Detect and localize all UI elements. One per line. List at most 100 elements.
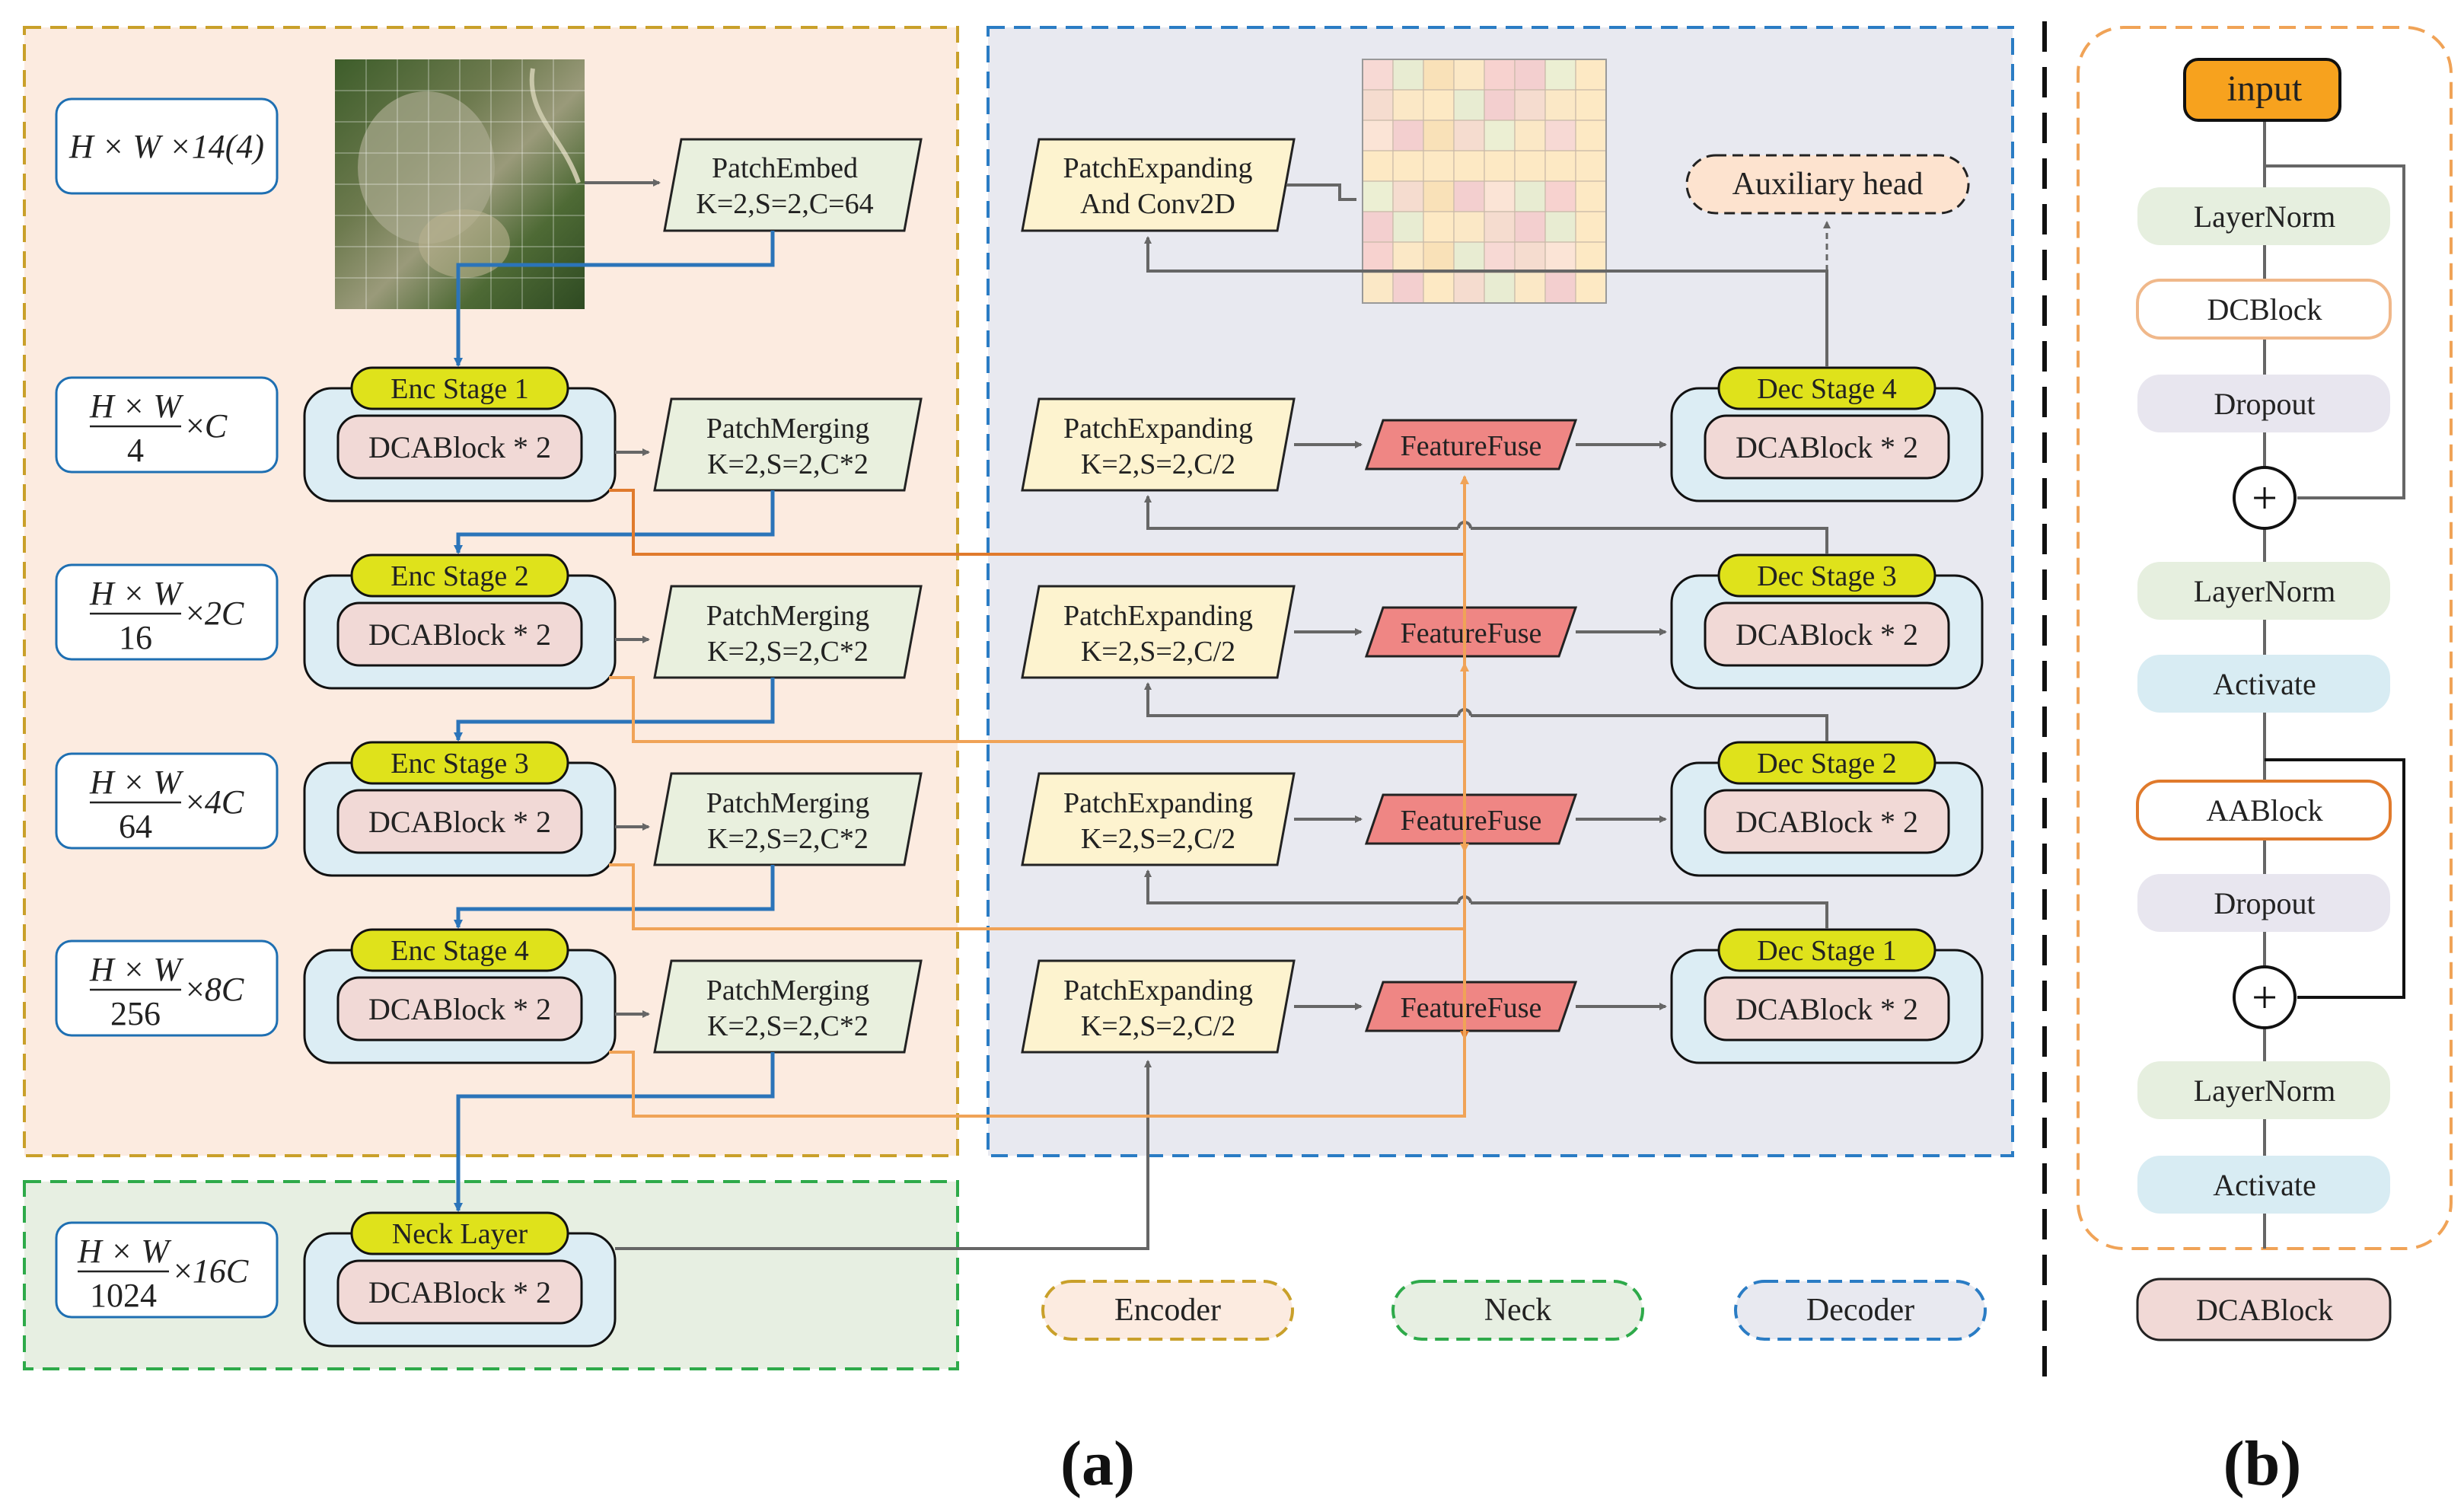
expand-conv-line1: PatchExpanding bbox=[1063, 152, 1252, 184]
enc-stage-3-header bbox=[350, 741, 569, 785]
dec-stage-2-dcablock-label: DCABlock * 2 bbox=[1736, 805, 1918, 839]
feature-fuse-1-label: FeatureFuse bbox=[1401, 992, 1542, 1024]
b-item-label-7: LayerNorm bbox=[2194, 1073, 2336, 1108]
size-numerator-5: H × W bbox=[77, 1233, 171, 1270]
b-item-2 bbox=[2137, 375, 2390, 432]
feature-fuse-3-label: FeatureFuse bbox=[1401, 617, 1542, 649]
neck-dcablock bbox=[336, 1259, 583, 1325]
feature-size-box-2: H × W16×2C bbox=[55, 563, 279, 661]
feature-fuse-4-label: FeatureFuse bbox=[1401, 430, 1542, 462]
size-text-0: H × W ×14(4) bbox=[69, 128, 264, 165]
enc-stage-4-dcablock-label: DCABlock * 2 bbox=[368, 992, 551, 1026]
patch-merging-4-line1: PatchMerging bbox=[706, 975, 870, 1006]
dec-stage-3-header bbox=[1717, 553, 1936, 598]
input-box bbox=[2183, 58, 2341, 122]
size-numerator-2: H × W bbox=[89, 575, 183, 612]
neck-header bbox=[350, 1211, 569, 1255]
feature-fuse-1: FeatureFuse bbox=[1364, 981, 1578, 1032]
size-denominator-1: 4 bbox=[127, 432, 144, 469]
add-node-1 bbox=[2233, 965, 2297, 1029]
b-item-label-6: Dropout bbox=[2214, 886, 2315, 920]
patch-expanding-2-line2: K=2,S=2,C/2 bbox=[1081, 823, 1235, 855]
enc-stage-1-dcablock bbox=[336, 414, 583, 480]
patch-expanding-conv2d: PatchExpanding And Conv2D bbox=[1021, 138, 1296, 232]
dec-stage-3-dcablock-label: DCABlock * 2 bbox=[1736, 617, 1918, 652]
add-node-symbol-1: + bbox=[2252, 972, 2278, 1022]
input-label: input bbox=[2227, 69, 2303, 109]
encoder: H × W ×14(4)H × W4×CH × W16×2CH × W64×4C… bbox=[55, 59, 923, 1319]
dec-stage-4-dcablock-label: DCABlock * 2 bbox=[1736, 430, 1918, 464]
size-denominator-5: 1024 bbox=[90, 1277, 157, 1314]
add-node-0 bbox=[2233, 466, 2297, 530]
patch-merging-1-line2: K=2,S=2,C*2 bbox=[707, 448, 869, 480]
prediction-grid-image bbox=[1362, 59, 1607, 304]
neck-header-label: Neck Layer bbox=[392, 1218, 528, 1250]
b-item-1 bbox=[2136, 279, 2392, 340]
auxiliary-head-label: Auxiliary head bbox=[1732, 167, 1924, 202]
dec-stage-3: DCABlock * 2 Dec Stage 3 bbox=[1670, 553, 1984, 690]
b-item-label-5: AABlock bbox=[2206, 793, 2322, 828]
neck-layer: DCABlock * 2 Neck Layer bbox=[303, 1211, 617, 1348]
enc-stage-4-header-label: Enc Stage 4 bbox=[390, 935, 529, 967]
dec-stage-3-header-label: Dec Stage 3 bbox=[1757, 560, 1897, 592]
patch-merging-3-line1: PatchMerging bbox=[706, 787, 870, 819]
b-item-8 bbox=[2137, 1156, 2390, 1214]
caption-a: (a) bbox=[1060, 1428, 1135, 1499]
enc-stage-2-header bbox=[350, 553, 569, 598]
patch-embed-line1: PatchEmbed bbox=[712, 152, 858, 184]
auxiliary-head: Auxiliary head bbox=[1685, 154, 1970, 215]
b-item-label-1: DCBlock bbox=[2207, 292, 2322, 327]
enc-stage-4-dcablock bbox=[336, 976, 583, 1041]
patch-expanding-1-line2: K=2,S=2,C/2 bbox=[1081, 1010, 1235, 1042]
patch-embed-line2: K=2,S=2,C=64 bbox=[696, 188, 873, 220]
decoder: PatchExpanding And Conv2D Auxiliary head… bbox=[609, 59, 1984, 1250]
legend-neck-label: Neck bbox=[1484, 1293, 1552, 1328]
legend-neck-swatch bbox=[1391, 1280, 1644, 1341]
expand-conv-line2: And Conv2D bbox=[1080, 188, 1235, 220]
patch-merging-1-line1: PatchMerging bbox=[706, 413, 870, 445]
dec-stage-4-header bbox=[1717, 366, 1936, 410]
b-item-4 bbox=[2137, 655, 2390, 713]
size-ratio-4: ×8C bbox=[186, 971, 244, 1008]
size-ratio-1: ×C bbox=[186, 407, 228, 445]
dec-stage-1-dcablock bbox=[1704, 976, 1950, 1041]
size-ratio-3: ×4C bbox=[186, 783, 244, 821]
enc-stage-2-dcablock bbox=[336, 601, 583, 667]
caption-b: (b) bbox=[2223, 1428, 2302, 1499]
dcablock-detail: inputLayerNormDCBlockDropoutLayerNormAct… bbox=[2136, 58, 2405, 1341]
size-ratio-2: ×2C bbox=[186, 595, 244, 632]
legend-decoder-swatch bbox=[1734, 1280, 1987, 1341]
legend-encoder-swatch bbox=[1041, 1280, 1294, 1341]
enc-stage-1-header bbox=[350, 366, 569, 410]
dec-stage-1-header-label: Dec Stage 1 bbox=[1757, 935, 1897, 967]
feature-fuse-2: FeatureFuse bbox=[1364, 793, 1578, 845]
b-item-label-4: Activate bbox=[2213, 667, 2316, 701]
size-numerator-1: H × W bbox=[89, 388, 183, 425]
feature-size-box-0: H × W ×14(4) bbox=[55, 97, 279, 195]
patch-expanding-4-line2: K=2,S=2,C/2 bbox=[1081, 448, 1235, 480]
feature-fuse-4: FeatureFuse bbox=[1364, 419, 1578, 471]
feature-fuse-3: FeatureFuse bbox=[1364, 606, 1578, 658]
neck-dcablock-label: DCABlock * 2 bbox=[368, 1275, 551, 1309]
b-item-label-3: LayerNorm bbox=[2194, 574, 2336, 608]
b-item-0 bbox=[2137, 187, 2390, 245]
dec-stage-1-header bbox=[1717, 928, 1936, 972]
patch-embed: PatchEmbed K=2,S=2,C=64 bbox=[663, 138, 923, 232]
dcablock-caption-box bbox=[2136, 1278, 2392, 1341]
add-node-symbol-0: + bbox=[2252, 473, 2278, 523]
patch-expanding-3-line2: K=2,S=2,C/2 bbox=[1081, 636, 1235, 668]
b-item-label-0: LayerNorm bbox=[2194, 199, 2336, 234]
enc-stage-2-dcablock-label: DCABlock * 2 bbox=[368, 617, 551, 652]
